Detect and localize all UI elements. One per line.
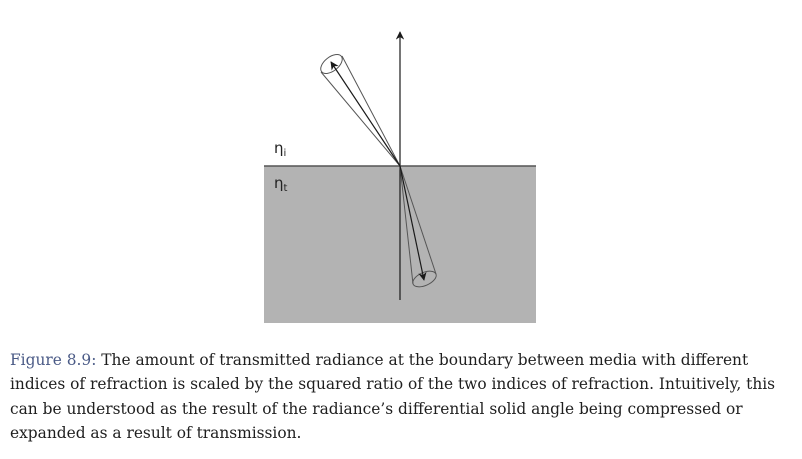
refraction-diagram: ηi ηt — [264, 31, 536, 323]
transmitted-ray — [399, 165, 427, 281]
caption-text: The amount of transmitted radiance at th… — [10, 351, 776, 442]
incident-ray — [330, 61, 401, 167]
transmitted-medium-label: ηt — [274, 174, 288, 194]
figure-number-link[interactable]: Figure 8.9: — [10, 351, 97, 369]
incident-cone — [320, 54, 401, 167]
figure-caption: Figure 8.9: The amount of transmitted ra… — [10, 348, 794, 445]
incident-medium-label: ηi — [274, 139, 286, 159]
